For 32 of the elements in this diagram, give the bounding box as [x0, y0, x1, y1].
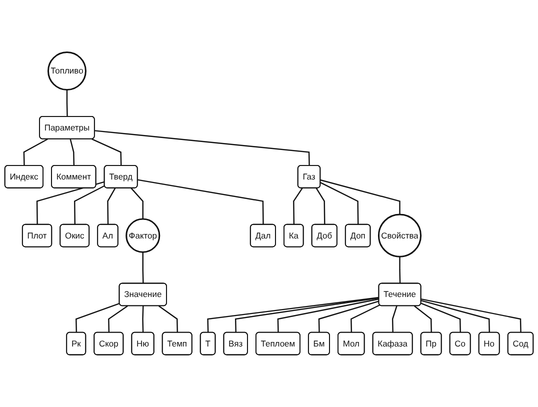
node-circle: Свойства [378, 214, 422, 258]
connector [158, 305, 178, 333]
connector [70, 138, 75, 166]
node-circle: Фактор [126, 218, 160, 253]
connector [36, 181, 105, 225]
connector [414, 306, 432, 333]
connector [234, 297, 380, 333]
connector [207, 296, 380, 333]
connector [130, 188, 144, 220]
connector [420, 302, 461, 333]
connector [293, 188, 303, 225]
connector [320, 182, 359, 225]
connector [23, 138, 48, 166]
connector [421, 298, 522, 333]
connector [66, 90, 68, 117]
node-circle: Топливо [47, 52, 86, 90]
connector [142, 306, 144, 333]
connector [277, 298, 380, 333]
connector [94, 130, 310, 166]
connector [392, 306, 398, 333]
connector [320, 179, 400, 215]
connector [316, 188, 326, 225]
connector [108, 305, 128, 333]
connector [350, 304, 380, 333]
connector [138, 179, 264, 225]
connector [318, 300, 380, 333]
connector [76, 302, 120, 333]
connector [142, 252, 144, 284]
connector [107, 188, 116, 225]
connector [420, 300, 490, 333]
connector [92, 138, 122, 166]
connector [399, 256, 401, 284]
